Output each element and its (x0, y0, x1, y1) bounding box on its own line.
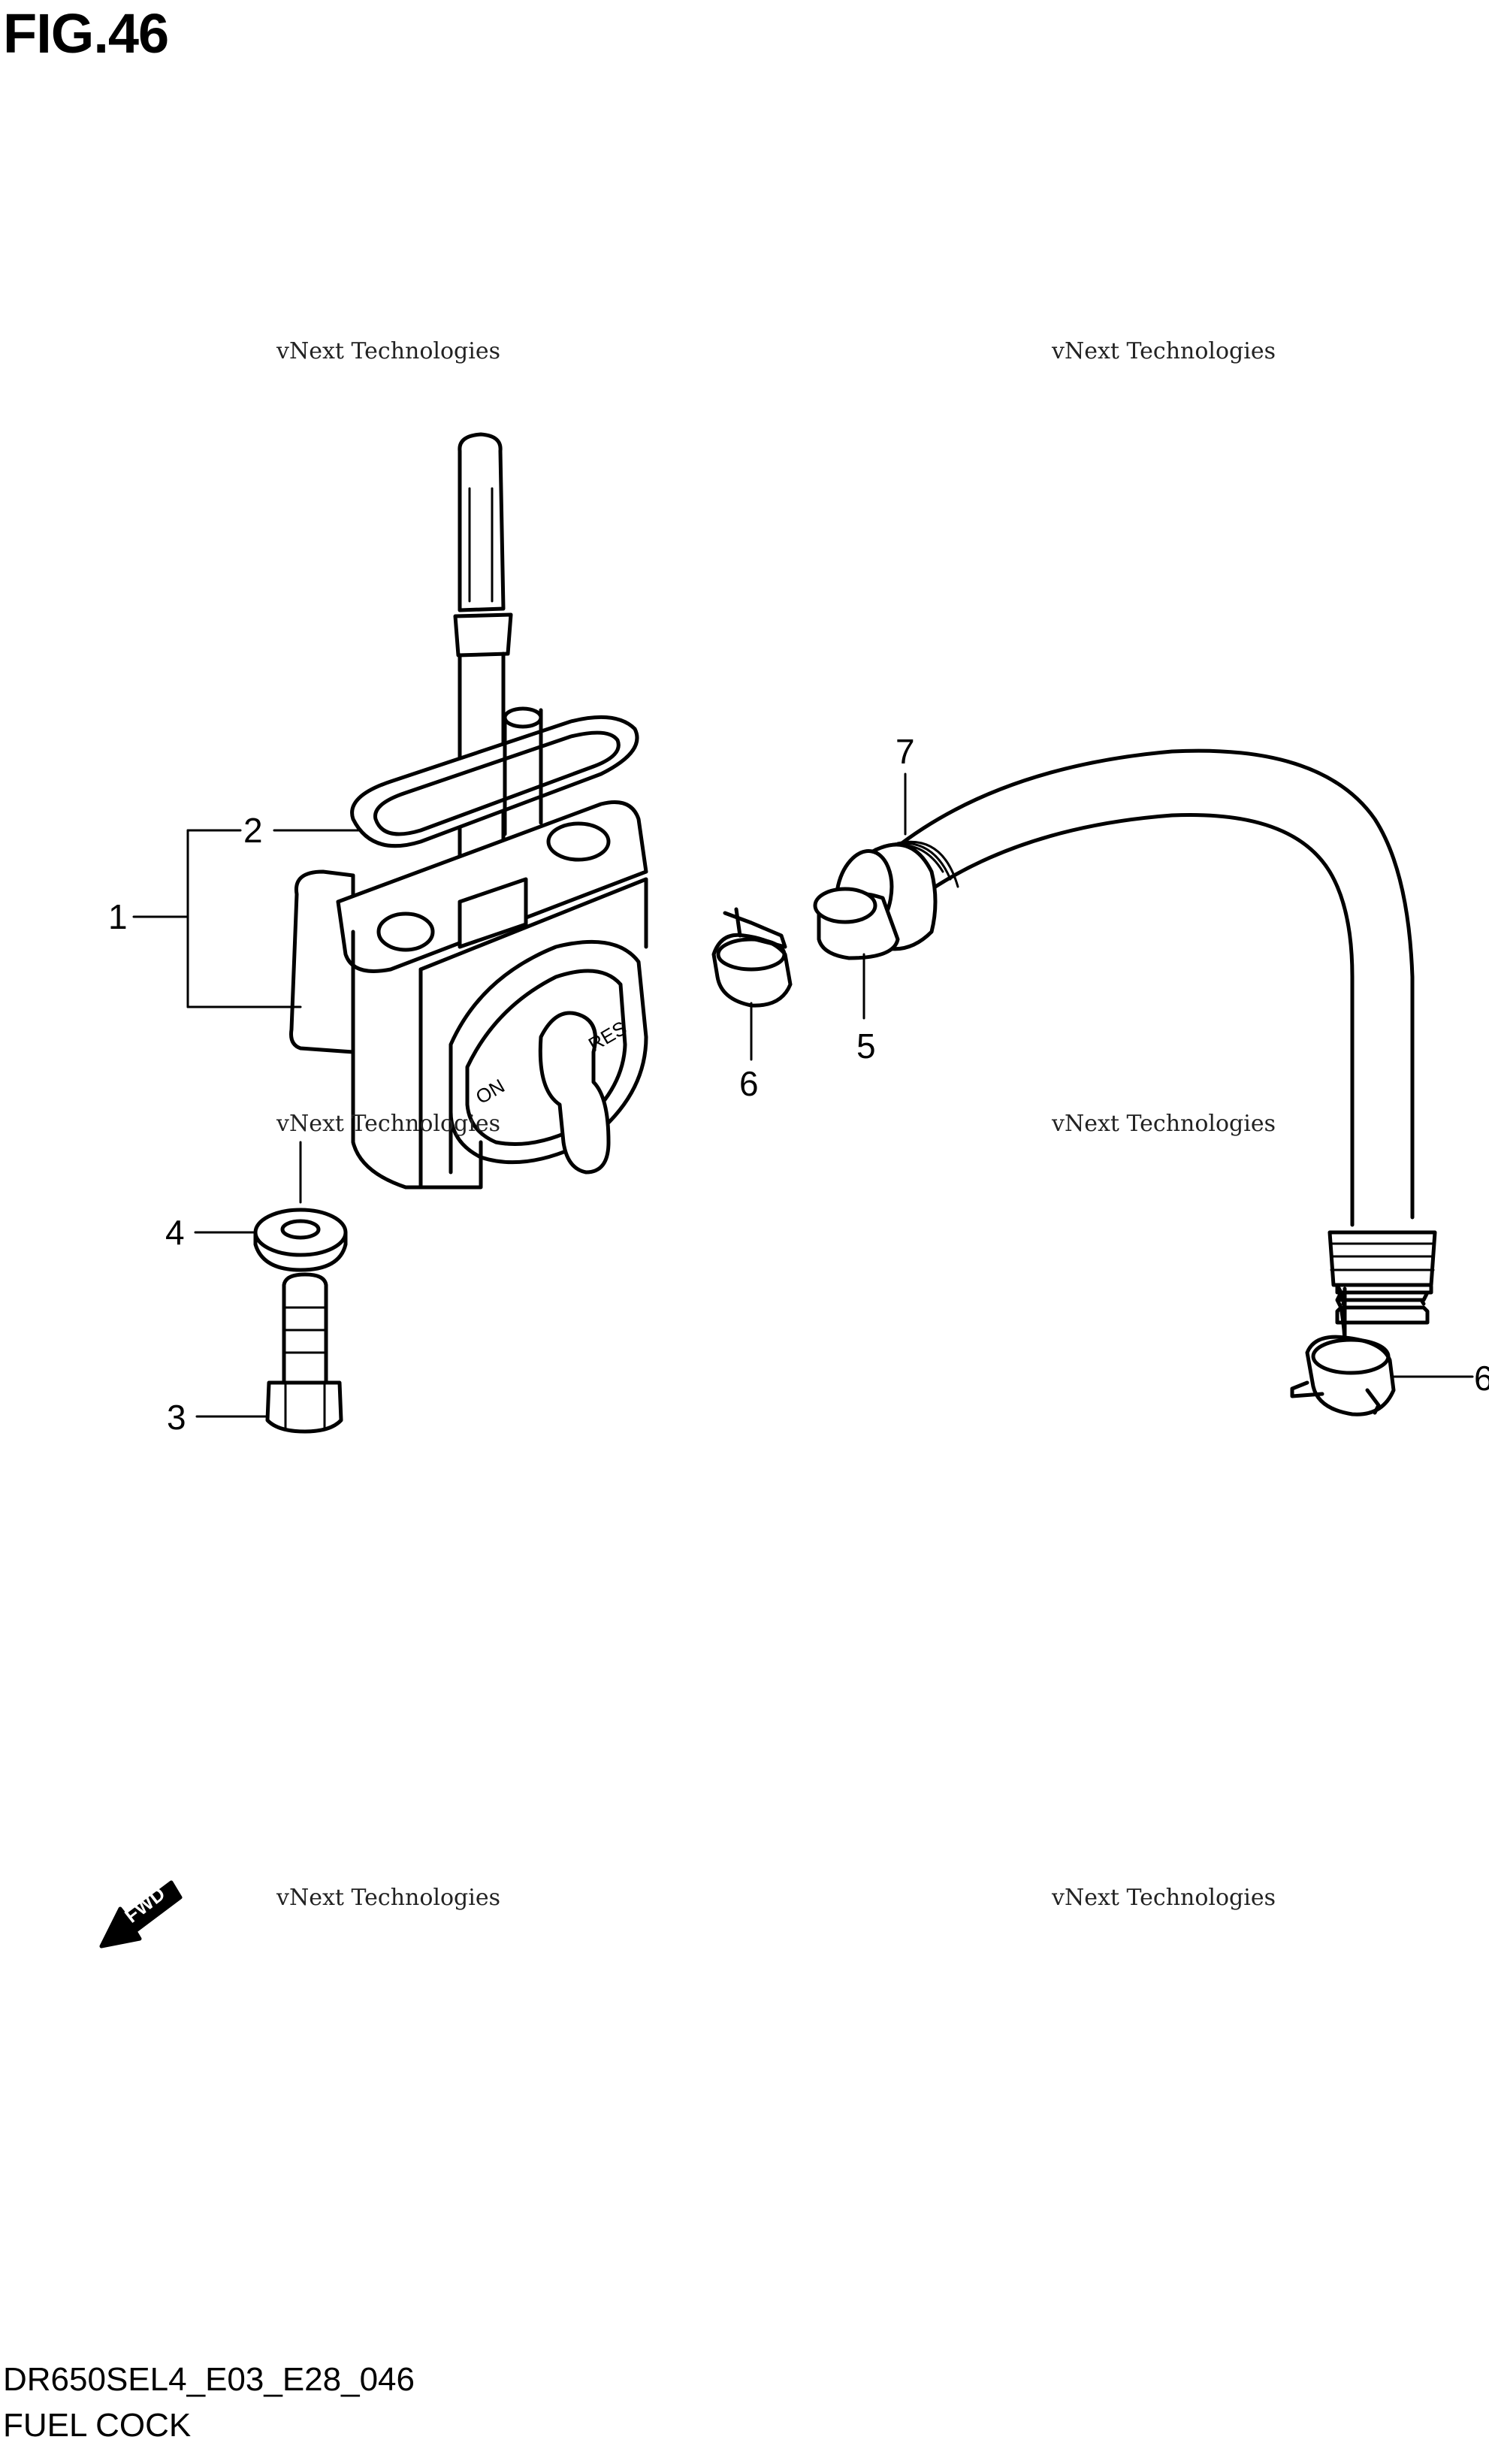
fuel-hose (834, 748, 1437, 1347)
callout-3: 3 (167, 1398, 186, 1437)
callout-7: 7 (896, 732, 915, 771)
callout-1: 1 (108, 897, 128, 936)
hose-clamp-upper (711, 907, 793, 1008)
figure-title: FIG.46 (3, 2, 169, 65)
callout-4: 4 (165, 1213, 185, 1252)
fuel-cock-assembly: RES ON (289, 432, 648, 1190)
leader-lines (132, 772, 1474, 1418)
callout-2: 2 (243, 811, 263, 850)
washer (253, 1208, 348, 1272)
forward-direction-icon (99, 1880, 183, 1949)
hose-clamp-lower (1290, 1335, 1396, 1416)
callout-6-upper: 6 (739, 1064, 759, 1103)
outlet-nipple (813, 887, 900, 960)
callout-6-lower: 6 (1474, 1359, 1489, 1398)
diagram-code: DR650SEL4_E03_E28_046 (3, 2361, 415, 2398)
bolt (265, 1272, 343, 1434)
callout-5: 5 (856, 1026, 876, 1066)
gasket (350, 715, 639, 848)
diagram-name: FUEL COCK (3, 2407, 192, 2444)
